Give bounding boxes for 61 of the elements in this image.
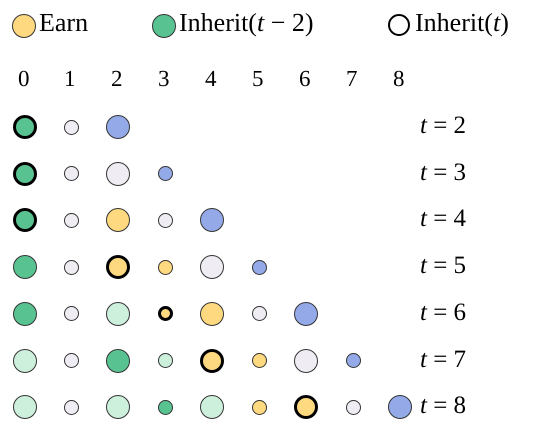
- row-label: t = 7: [420, 346, 466, 374]
- circle-marker: [252, 400, 266, 415]
- row-label: t = 8: [420, 392, 466, 420]
- circle-marker: [106, 395, 130, 420]
- column-number: 6: [299, 66, 310, 92]
- circle-marker: [13, 115, 37, 139]
- circle-marker: [200, 348, 224, 372]
- circle-marker: [294, 395, 318, 420]
- column-number: 7: [346, 66, 358, 92]
- circle-marker: [64, 120, 78, 134]
- circle-marker: [294, 302, 318, 326]
- row-label: t = 5: [420, 252, 466, 280]
- circle-marker: [13, 255, 37, 280]
- circle-marker: [346, 400, 360, 415]
- circle-marker: [158, 212, 172, 228]
- legend-label: Inherit(t − 2): [179, 8, 314, 38]
- circle-marker: [252, 353, 266, 368]
- circle-marker: [64, 166, 78, 182]
- circle-marker: [13, 162, 37, 186]
- column-number: 4: [205, 66, 216, 92]
- circle-marker: [13, 395, 37, 420]
- circle-marker: [346, 353, 360, 368]
- circle-marker: [158, 306, 172, 322]
- row-label: t = 3: [420, 158, 466, 187]
- circle-marker: [64, 353, 78, 368]
- column-number: 1: [64, 66, 76, 92]
- circle-marker: [388, 395, 412, 420]
- column-number: 8: [393, 66, 404, 92]
- circle-marker: [64, 212, 78, 228]
- circle-marker: [13, 348, 37, 372]
- circle-marker: [106, 255, 130, 280]
- circle-marker: [200, 395, 224, 420]
- circle-marker: [106, 348, 130, 372]
- circle-marker: [294, 348, 318, 372]
- row-label: t = 6: [420, 298, 466, 327]
- circle-marker: [252, 306, 266, 322]
- circle-marker: [13, 302, 37, 326]
- circle-marker: [252, 260, 266, 275]
- column-number: 2: [111, 66, 122, 92]
- circle-marker: [64, 260, 78, 275]
- legend-label: Inherit(t): [415, 8, 509, 38]
- circle-marker: [158, 353, 172, 368]
- circle-marker: [200, 208, 224, 232]
- column-number: 0: [18, 66, 30, 92]
- row-label: t = 2: [420, 112, 466, 140]
- column-number: 5: [252, 66, 264, 92]
- circle-marker: [200, 302, 224, 326]
- circle-marker: [64, 306, 78, 322]
- circle-marker: [106, 115, 130, 139]
- column-number: 3: [158, 66, 170, 92]
- circle-marker: [64, 400, 78, 415]
- circle-marker: [106, 162, 130, 186]
- circle-marker: [106, 208, 130, 232]
- circle-marker: [158, 260, 172, 275]
- circle-marker: [13, 208, 37, 232]
- legend-label: Earn: [39, 8, 88, 38]
- circle-marker: [200, 255, 224, 280]
- circle-marker: [106, 302, 130, 326]
- circle-marker: [158, 166, 172, 182]
- row-label: t = 4: [420, 205, 466, 234]
- circle-marker: [158, 400, 172, 415]
